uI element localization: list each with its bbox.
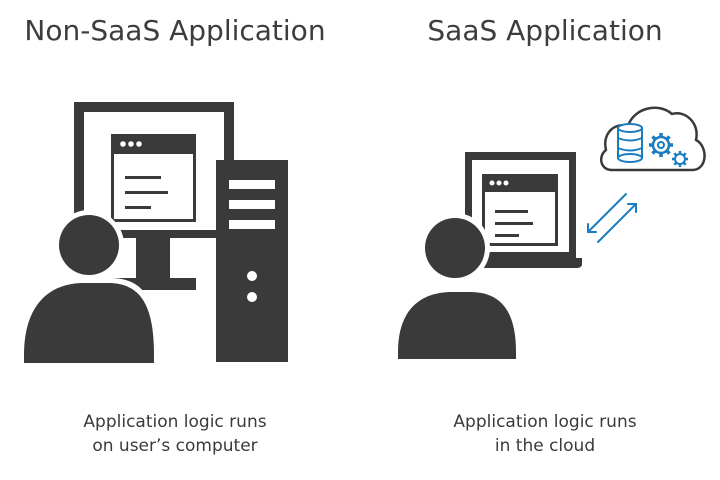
- left-caption-line2: on user’s computer: [92, 436, 258, 456]
- laptop-icon: [450, 152, 582, 268]
- left-title: Non-SaaS Application: [24, 14, 326, 47]
- tower-pc-icon: [216, 160, 288, 362]
- left-caption: Application logic runs on user’s compute…: [20, 410, 330, 458]
- sync-arrows-icon: [587, 193, 637, 243]
- gear-icon: [649, 133, 688, 167]
- person-icon: [394, 213, 520, 363]
- desktop-monitor-icon: [74, 102, 234, 290]
- right-title: SaaS Application: [427, 14, 663, 47]
- right-caption-line2: in the cloud: [494, 436, 596, 456]
- database-icon: [617, 123, 643, 163]
- right-caption: Application logic runs in the cloud: [390, 410, 700, 458]
- left-caption-line1: Application logic runs: [83, 412, 267, 432]
- person-icon: [20, 210, 158, 367]
- right-caption-line1: Application logic runs: [453, 412, 637, 432]
